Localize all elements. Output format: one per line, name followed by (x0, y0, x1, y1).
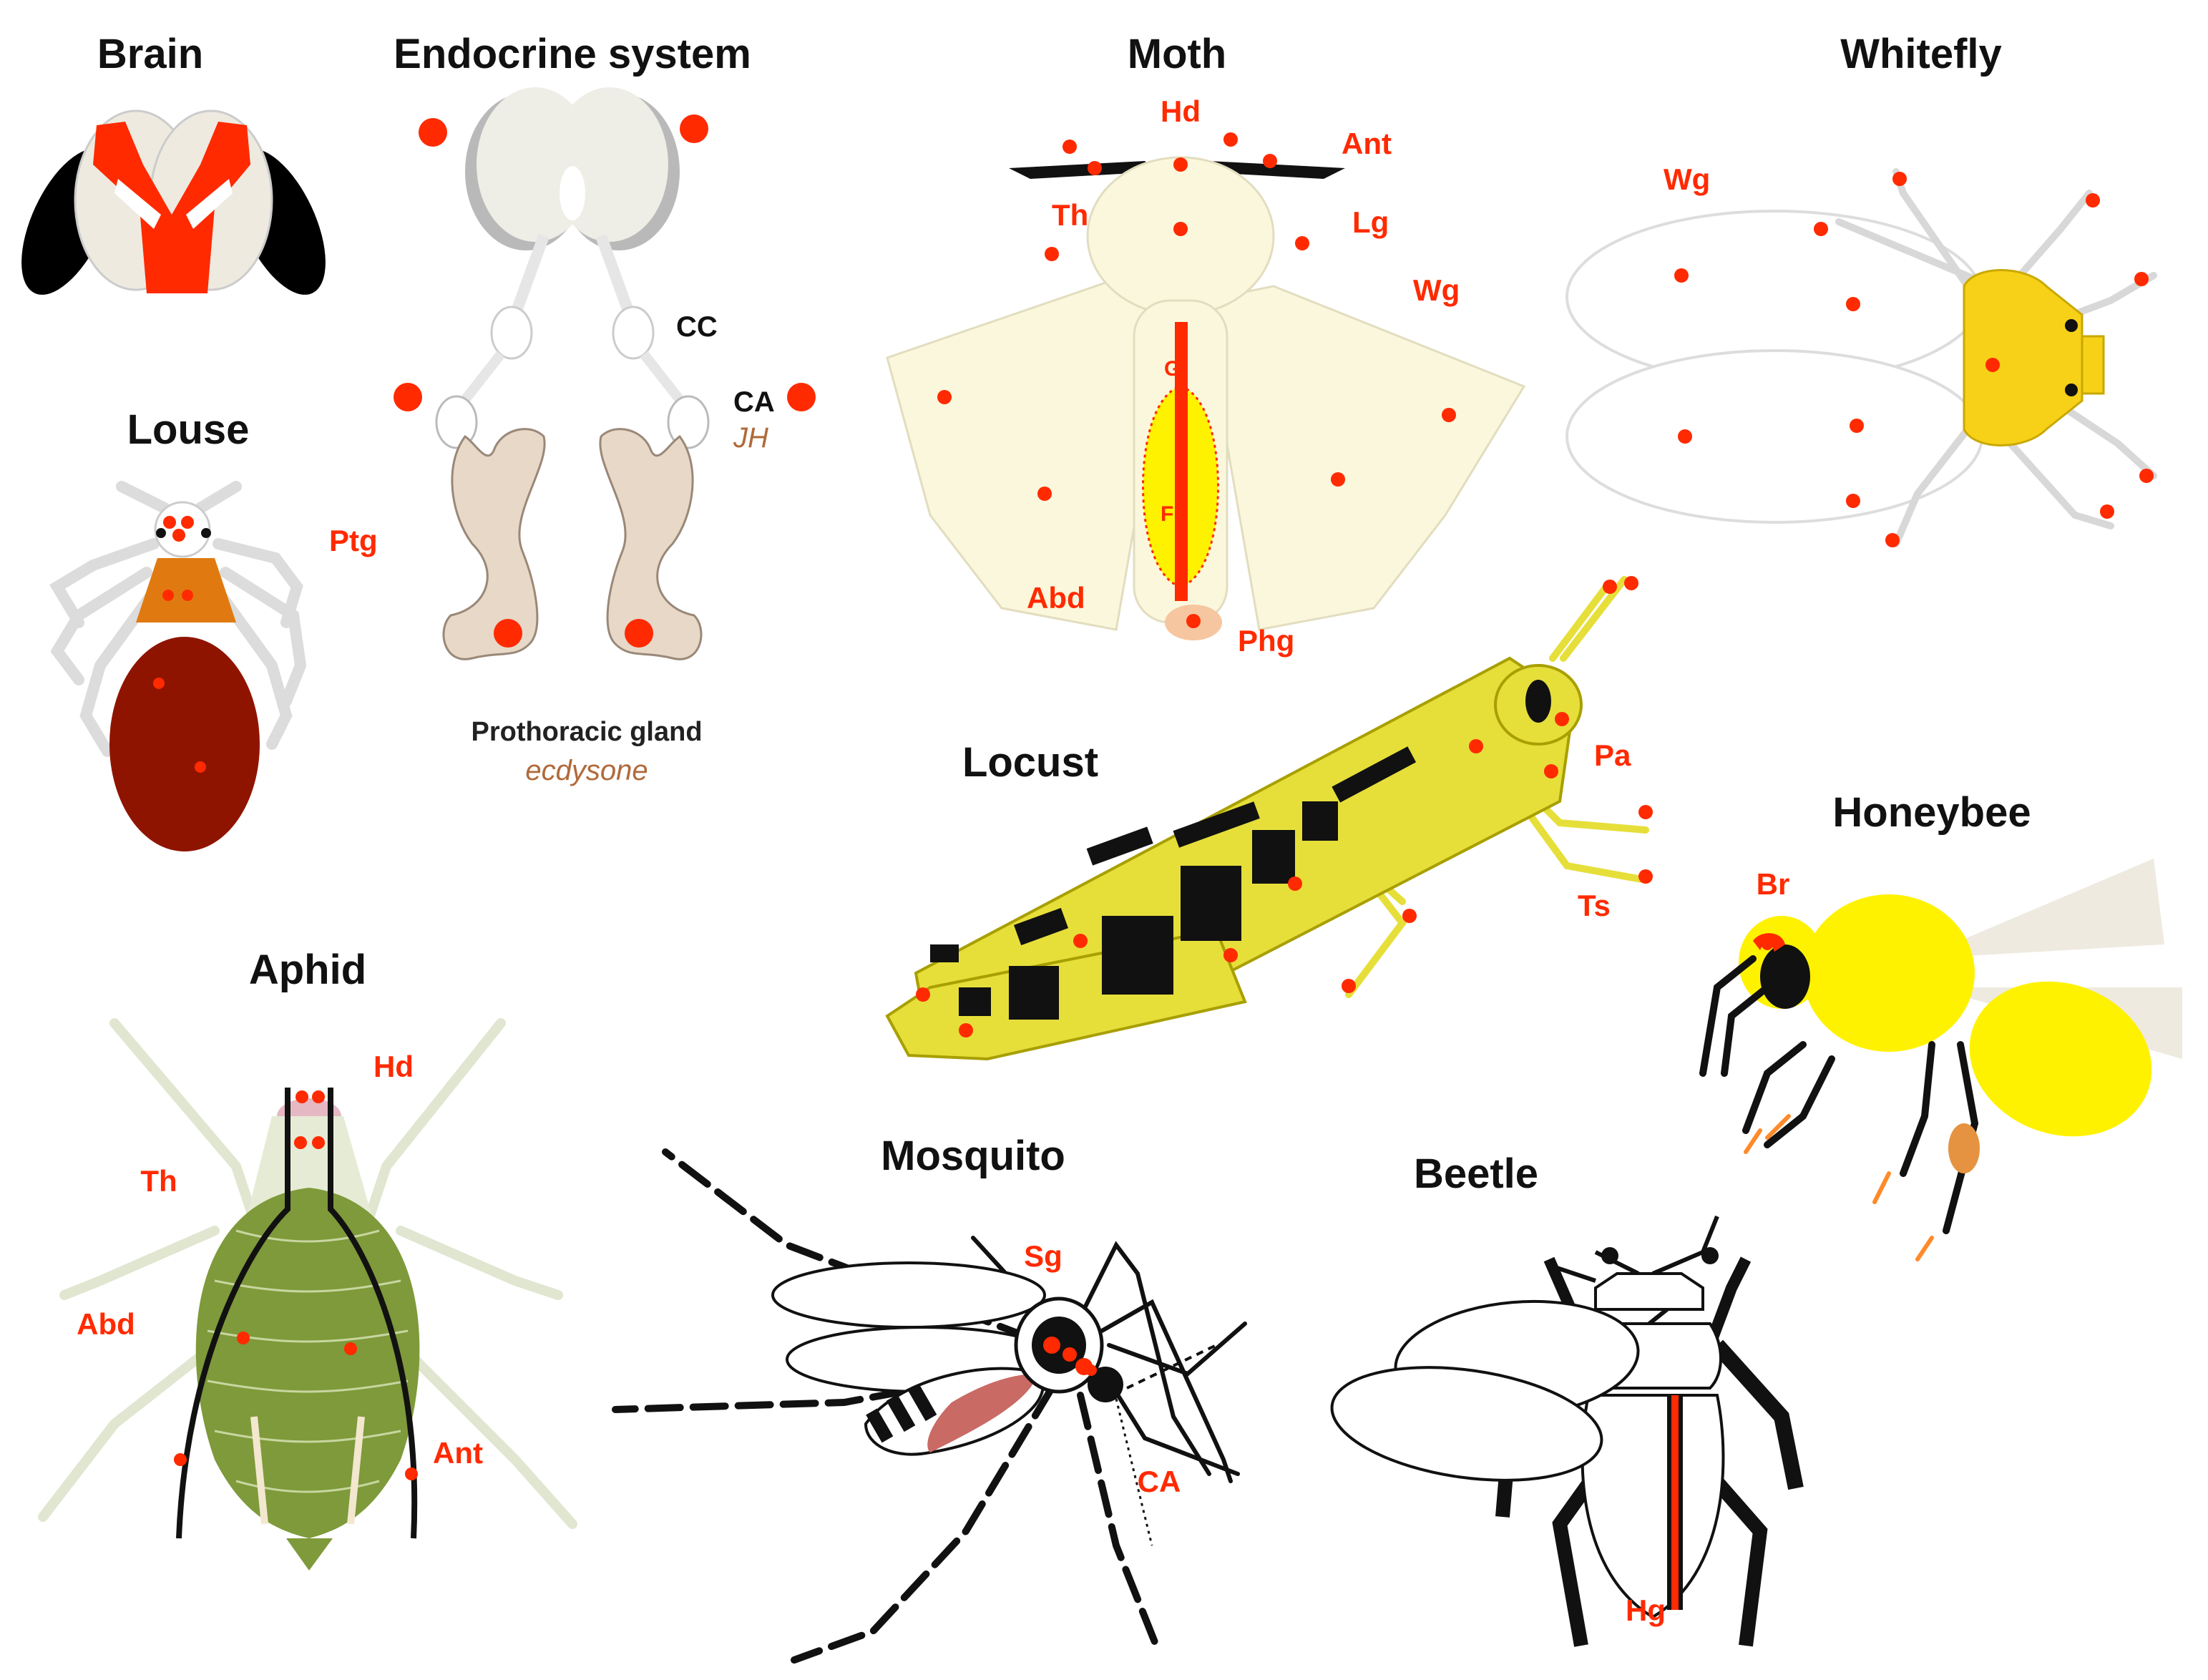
moth-panel: Moth Hd Ant Th Lg (886, 31, 1526, 658)
mosquito-title: Mosquito (881, 1133, 1065, 1179)
mosquito-sg-label: Sg (1024, 1239, 1063, 1273)
jh-label: JH (733, 422, 768, 454)
aphid-hd-label: Hd (373, 1050, 414, 1083)
moth-title: Moth (1128, 31, 1227, 77)
endocrine-title: Endocrine system (394, 31, 751, 77)
whitefly-title: Whitefly (1840, 31, 2002, 77)
honeybee-illustration (1699, 859, 2182, 1261)
brain-title: Brain (97, 31, 203, 77)
beetle-panel: Beetle Hg (1330, 1151, 1804, 1647)
honeybee-panel: Honeybee (1699, 789, 2182, 1261)
ecdysone-label: ecdysone (525, 755, 648, 786)
moth-ant-label: Ant (1342, 127, 1392, 160)
locust-title: Locust (962, 739, 1098, 786)
locust-illustration (885, 576, 1653, 1061)
aphid-abd-label: Abd (77, 1307, 135, 1341)
mosquito-ca-label: CA (1138, 1465, 1181, 1498)
whitefly-illustration (1565, 168, 2157, 547)
aphid-title: Aphid (249, 947, 366, 993)
honeybee-title: Honeybee (1832, 789, 2031, 836)
aphid-panel: Aphid (38, 947, 577, 1571)
ca-label: CA (733, 386, 775, 418)
moth-hd-label: Hd (1161, 94, 1201, 128)
moth-illustration (886, 132, 1526, 640)
aphid-ant-label: Ant (433, 1436, 483, 1470)
locust-pa-label: Pa (1594, 738, 1631, 772)
moth-g-label: G (1164, 357, 1181, 381)
moth-phg-label: Phg (1238, 624, 1294, 658)
endocrine-panel: Endocrine system CC CA JH P (394, 31, 816, 786)
beetle-title: Beetle (1414, 1151, 1538, 1197)
louse-ptg-label: Ptg (329, 524, 378, 557)
moth-wg-label: Wg (1413, 273, 1460, 307)
brain-illustration (21, 109, 326, 295)
moth-th-label: Th (1052, 198, 1088, 232)
beetle-illustration (1330, 1215, 1804, 1647)
aphid-th-label: Th (140, 1164, 177, 1198)
louse-title: Louse (127, 406, 250, 453)
cc-label: CC (676, 311, 718, 343)
beetle-hg-label: Hg (1626, 1593, 1666, 1627)
moth-fb-label: Fb (1161, 502, 1187, 526)
moth-lg-label: Lg (1352, 205, 1389, 239)
locust-ts-label: Ts (1578, 889, 1611, 922)
honeybee-br-label: Br (1757, 867, 1790, 901)
whitefly-wg-label: Wg (1664, 162, 1710, 196)
aphid-illustration (38, 1018, 577, 1571)
mosquito-panel: Mosquito (612, 1133, 1247, 1664)
endocrine-illustration (394, 87, 816, 660)
prothoracic-gland-label: Prothoracic gland (471, 717, 702, 747)
louse-panel: Louse Ptg (49, 406, 378, 851)
moth-abd-label: Abd (1027, 581, 1085, 615)
brain-panel: Brain (21, 31, 326, 295)
locust-panel: Locust (885, 576, 1653, 1061)
louse-illustration (49, 481, 307, 851)
mosquito-illustration (612, 1148, 1247, 1664)
whitefly-panel: Whitefly (1565, 31, 2157, 547)
